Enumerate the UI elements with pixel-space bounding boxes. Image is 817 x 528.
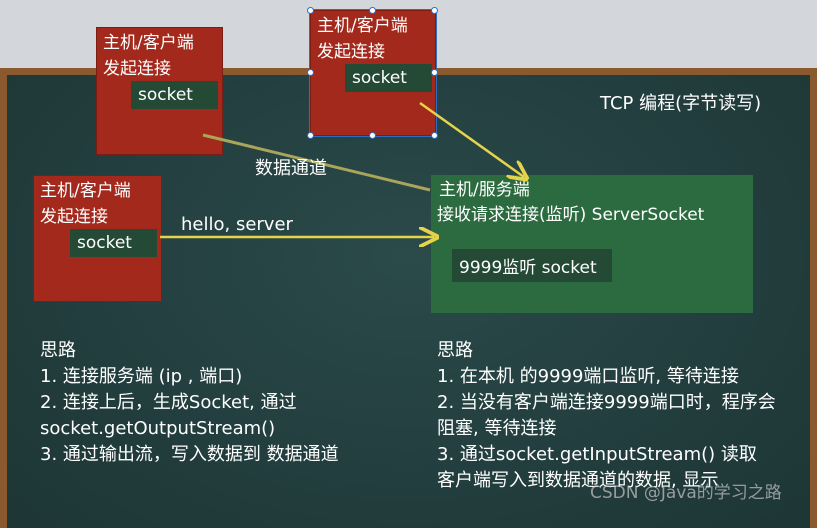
client-action: 发起连接 <box>317 42 385 62</box>
note-line: 3. 通过输出流，写入数据到 数据通道 <box>40 444 339 465</box>
note-line: 思路 <box>40 340 76 361</box>
resize-handle[interactable] <box>307 7 314 14</box>
note-line: 客户端写入到数据通道的数据, 显示 <box>437 470 719 491</box>
note-line: 3. 通过socket.getInputStream() 读取 <box>437 444 757 465</box>
resize-handle[interactable] <box>431 7 438 14</box>
resize-handle[interactable] <box>307 69 314 76</box>
server-notes: 思路 1. 在本机 的9999端口监听, 等待连接 2. 当没有客户端连接999… <box>437 338 776 494</box>
note-line: 2. 当没有客户端连接9999端口时，程序会 <box>437 392 776 413</box>
note-line: 阻塞, 等待连接 <box>437 418 557 439</box>
server-action: 接收请求连接(监听) ServerSocket <box>437 205 705 225</box>
resize-handle[interactable] <box>307 132 314 139</box>
resize-handle[interactable] <box>369 132 376 139</box>
hello-label: hello, server <box>181 214 293 235</box>
note-line: 思路 <box>437 340 473 361</box>
client-box-1[interactable]: 主机/客户端发起连接 socket <box>96 27 223 155</box>
client-notes: 思路 1. 连接服务端 (ip , 端口) 2. 连接上后，生成Socket, … <box>40 338 339 468</box>
resize-handle[interactable] <box>431 132 438 139</box>
socket-box: socket <box>70 229 157 257</box>
resize-handle[interactable] <box>431 69 438 76</box>
server-socket-box: 9999监听 socket <box>452 249 612 282</box>
socket-box: socket <box>345 64 432 92</box>
client-label: 主机/客户端 <box>40 181 131 201</box>
note-line: socket.getOutputStream() <box>40 418 276 439</box>
note-line: 2. 连接上后，生成Socket, 通过 <box>40 392 297 413</box>
client-label: 主机/客户端 <box>317 16 408 36</box>
client-label: 主机/客户端 <box>103 33 194 53</box>
note-line: 1. 连接服务端 (ip , 端口) <box>40 366 243 387</box>
client-box-2[interactable]: 主机/客户端发起连接 socket <box>309 9 437 137</box>
server-label: 主机/服务端 <box>439 180 530 200</box>
connect-arrow <box>419 101 524 177</box>
note-line: 1. 在本机 的9999端口监听, 等待连接 <box>437 366 739 387</box>
resize-handle[interactable] <box>369 7 376 14</box>
data-channel-arrow <box>202 133 431 192</box>
socket-box: socket <box>131 81 218 109</box>
client-action: 发起连接 <box>40 207 108 227</box>
client-box-3[interactable]: 主机/客户端发起连接 socket <box>33 175 162 302</box>
channel-label: 数据通道 <box>255 158 327 179</box>
client-action: 发起连接 <box>103 59 171 79</box>
diagram-title: TCP 编程(字节读写) <box>600 93 762 114</box>
server-box[interactable]: 主机/服务端 接收请求连接(监听) ServerSocket 9999监听 so… <box>431 175 753 313</box>
watermark: CSDN @Java的学习之路 <box>590 483 782 503</box>
arrows-layer <box>160 101 817 507</box>
